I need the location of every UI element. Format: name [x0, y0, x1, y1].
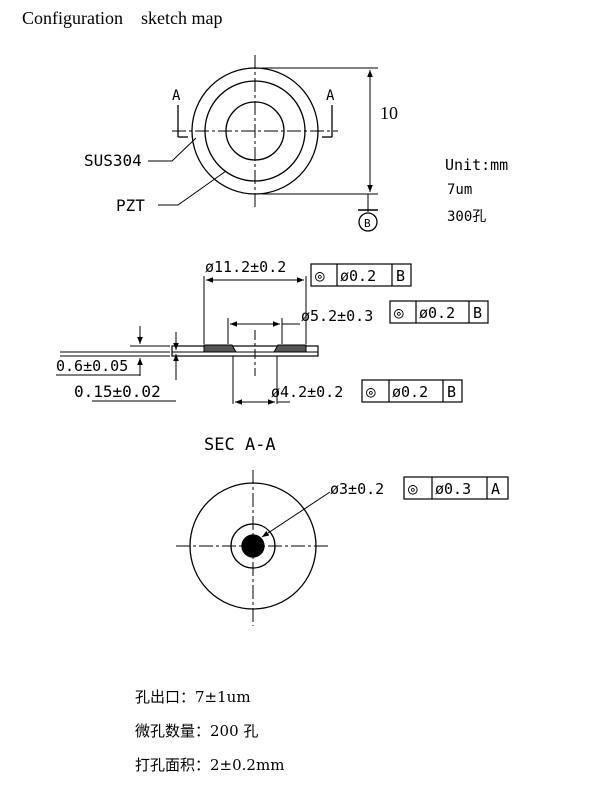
hole-count-label: 300孔 — [447, 209, 486, 225]
tol-outer-value: ø0.2 — [340, 267, 376, 285]
section-view — [56, 276, 319, 405]
section-title: SEC A-A — [204, 435, 276, 455]
dim-inner-label: ø4.2±0.2 — [271, 383, 343, 401]
tol-inner-value: ø0.2 — [392, 383, 428, 401]
tolerance-frame-outer: ◎ ø0.2 B — [310, 263, 412, 287]
plate-body — [171, 345, 319, 357]
tol-inner-symbol: ◎ — [366, 382, 376, 401]
bottom-dim-label: ø3±0.2 — [330, 480, 384, 498]
tolerance-frame-mid: ◎ ø0.2 B — [389, 300, 489, 324]
section-mark-left-label: A — [172, 88, 181, 104]
tol-bottom-symbol: ◎ — [408, 479, 418, 498]
spec-hole-area: 打孔面积：2±0.2mm — [135, 756, 285, 774]
tolerance-frame-inner: ◎ ø0.2 B — [361, 379, 463, 403]
tol-outer-datum: B — [396, 267, 405, 285]
label-sus304: SUS304 — [84, 151, 142, 170]
section-mark-right-label: A — [326, 88, 335, 104]
unit-label: Unit:mm — [445, 156, 508, 174]
bottom-leader — [261, 491, 331, 538]
dimension-height-label: 10 — [380, 103, 398, 123]
tol-bottom-value: ø0.3 — [435, 480, 471, 498]
dim-outer-label: ø11.2±0.2 — [205, 258, 286, 276]
datum-symbol-label: B — [364, 217, 371, 230]
pzt-hatch-right — [273, 344, 307, 353]
tol-bottom-datum: A — [491, 480, 500, 498]
spec-hole-count: 微孔数量：200 孔 — [135, 722, 259, 740]
tol-mid-value: ø0.2 — [419, 304, 455, 322]
tol-mid-datum: B — [473, 304, 482, 322]
dim-mid-label: ø5.2±0.3 — [301, 307, 373, 325]
tol-outer-symbol: ◎ — [315, 266, 325, 285]
top-view — [148, 55, 378, 232]
datum-circle — [358, 212, 378, 232]
leader-pzt — [158, 170, 227, 206]
thickness-total-label: 0.6±0.05 — [56, 357, 128, 375]
spec-hole-exit: 孔出口：7±1um — [135, 688, 251, 706]
label-pzt: PZT — [116, 196, 145, 215]
thickness-label: 7um — [447, 182, 472, 198]
pzt-hatch-left — [203, 344, 237, 353]
thickness-plate-label: 0.15±0.02 — [74, 382, 161, 401]
tol-mid-symbol: ◎ — [394, 303, 404, 322]
tol-inner-datum: B — [447, 383, 456, 401]
tolerance-frame-bottom: ◎ ø0.3 A — [403, 476, 509, 500]
leader-sus304 — [148, 137, 197, 162]
bottom-view — [176, 470, 331, 626]
page-title: Configuration sketch map — [22, 8, 223, 28]
